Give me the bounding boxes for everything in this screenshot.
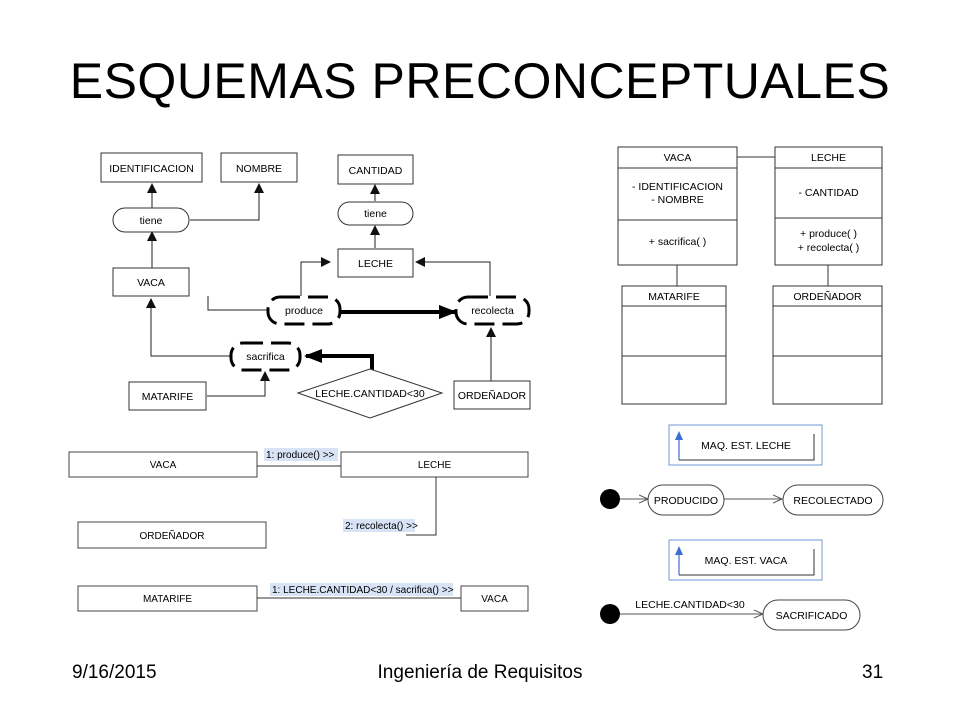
dynamic-relation-sacrifica [229,341,302,372]
dynamic-relation-sacrifica-label: sacrifica [246,351,285,363]
concept-vaca-label: VACA [137,277,165,289]
relation-tiene-1 [112,207,190,233]
object-leche-label: LECHE [418,460,452,471]
state-machine-vaca-title: MAQ. EST. VACA [705,555,788,567]
object-vaca-1-label: VACA [150,460,177,471]
concept-matarife-label: MATARIFE [142,391,194,403]
state-machine-leche-title: MAQ. EST. LECHE [701,440,791,452]
message-2: 2: recolecta() >> [345,521,418,532]
concept-cantidad-label: CANTIDAD [349,165,403,177]
dynamic-relation-recolecta-label: recolecta [471,305,514,317]
relation-tiene-2-label: tiene [364,208,387,220]
class-leche [774,146,883,266]
concept-vaca [112,267,190,297]
class-diagram: VACA - IDENTIFICACION - NOMBRE + sacrifi… [617,146,883,405]
class-matarife-name: MATARIFE [648,291,700,303]
connector-tiene-nombre [190,183,264,221]
concept-identificacion-label: IDENTIFICACION [109,163,194,175]
class-matarife [621,285,727,405]
state-machine-leche-frame [668,424,823,466]
state-producido-label: PRODUCIDO [654,495,718,507]
dynamic-relation-produce-label: produce [285,305,323,317]
message-2-bg [343,519,415,532]
initial-state-vaca [600,604,620,624]
class-vaca-name: VACA [664,152,692,164]
class-ordenador-name: ORDEÑADOR [793,290,862,303]
object-ordenador [77,521,267,549]
object-leche [340,451,529,478]
message-3-bg [270,583,453,596]
state-machine-vaca-frame [668,539,823,581]
footer-date: 9/16/2015 [72,662,157,683]
concept-nombre-label: NOMBRE [236,163,282,175]
dynamic-relation-recolecta [454,295,531,326]
transition-label: LECHE.CANTIDAD<30 [635,599,745,611]
state-recolectado-label: RECOLECTADO [793,495,872,507]
state-sacrificado-label: SACRIFICADO [776,610,848,622]
class-ordenador [772,285,883,405]
concept-matarife [128,381,207,411]
concept-identificacion [100,152,203,183]
connector-recolecta-leche [415,257,491,296]
object-ordenador-label: ORDEÑADOR [139,529,204,542]
concept-nombre [220,152,298,183]
footer-center: Ingeniería de Requisitos [377,662,583,683]
state-machines: MAQ. EST. LECHE PRODUCIDO RECOLECTADO MA… [600,424,884,631]
object-vaca-2 [460,585,529,612]
connector-matarife-sacrifica [207,371,270,397]
class-leche-op-1: + produce( ) [800,228,857,240]
collaboration-diagram: VACA LECHE 1: produce() >> ORDEÑADOR 2: … [68,448,529,612]
class-leche-attr-1: - CANTIDAD [798,187,859,199]
connector-vaca-produce [207,296,268,311]
object-matarife [77,585,258,612]
class-vaca-op-1: + sacrifica( ) [649,236,706,248]
class-leche-name: LECHE [811,152,846,164]
relation-tiene-1-label: tiene [140,215,163,227]
concept-leche [337,248,414,278]
condition-diamond [296,368,444,419]
class-vaca-attr-1: - IDENTIFICACION [632,181,723,193]
class-leche-op-2: + recolecta( ) [798,242,860,254]
state-recolectado [782,484,884,516]
object-matarife-label: MATARIFE [143,594,192,605]
object-vaca-2-label: VACA [481,594,508,605]
initial-state-leche [600,489,620,509]
message-1: 1: produce() >> [266,450,335,461]
footer-page-number: 31 [862,662,884,683]
class-vaca-attr-2: - NOMBRE [651,194,704,206]
state-sacrificado [762,599,861,631]
concept-cantidad [337,154,414,185]
dynamic-relation-produce [266,295,342,326]
concept-ordenador [453,380,531,410]
connector-produce-leche [300,257,331,296]
relation-tiene-2 [337,201,414,226]
object-vaca-1 [68,451,258,478]
preconceptual-schema: IDENTIFICACION NOMBRE tiene VACA CANTIDA… [100,152,531,419]
concept-leche-label: LECHE [358,258,393,270]
concept-ordenador-label: ORDEÑADOR [458,389,527,402]
class-vaca [617,146,738,266]
state-producido [647,484,725,516]
condition-label: LECHE.CANTIDAD<30 [315,388,425,400]
link-leche-ordenador [406,477,437,536]
message-1-bg [264,448,338,461]
slide-title: ESQUEMAS PRECONCEPTUALES [69,53,891,109]
message-3: 1: LECHE.CANTIDAD<30 / sacrifica() >> [272,585,454,596]
connector-sacrifica-vaca [146,298,231,357]
